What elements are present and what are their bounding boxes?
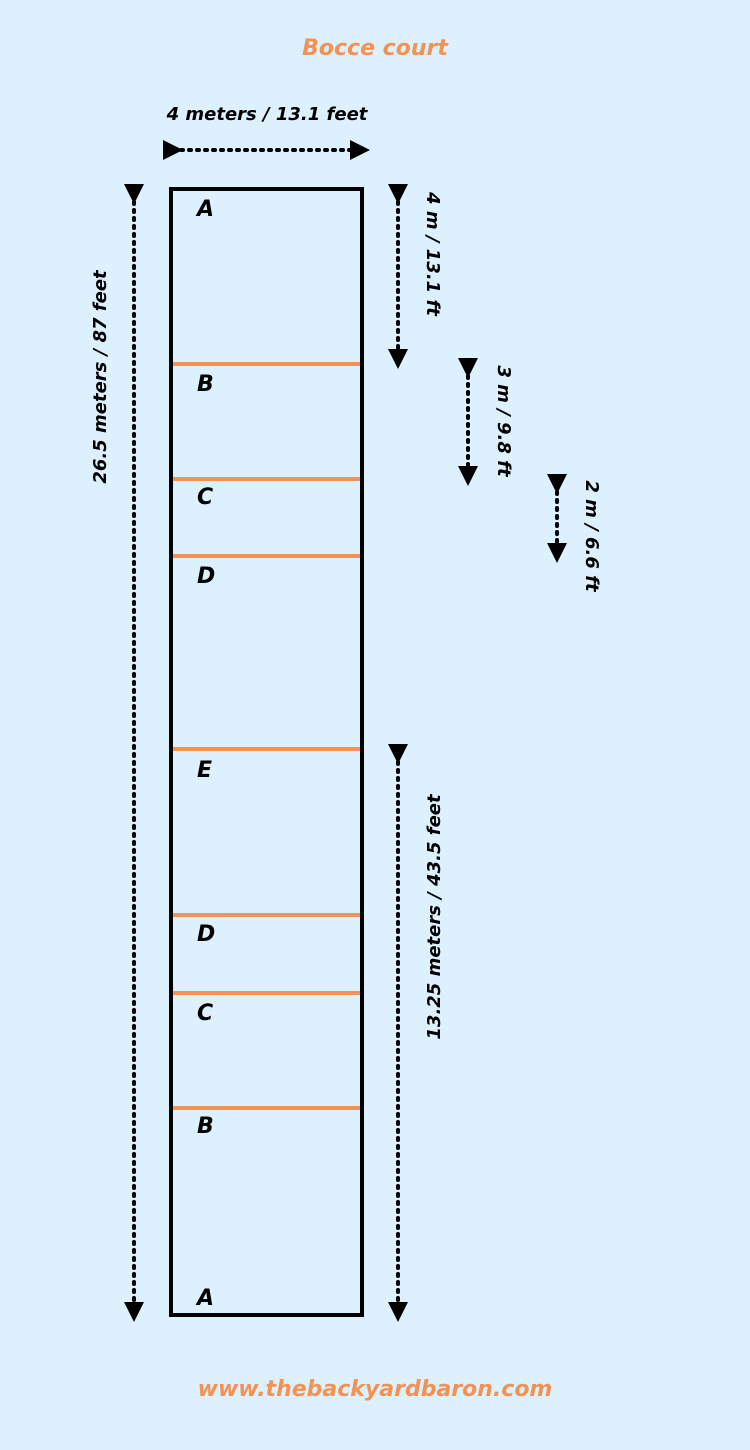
zone-label-c-bottom: C	[197, 1001, 213, 1026]
zone-label-d-top: D	[197, 564, 215, 589]
segment-a-label: 4 m / 13.1 ft	[422, 191, 443, 317]
zone-label-e: E	[197, 758, 212, 783]
diagram-title: Bocce court	[302, 36, 449, 61]
zone-label-a-top: A	[195, 197, 214, 222]
zone-label-d-bottom: D	[197, 922, 215, 947]
segment-c-label: 2 m / 6.6 ft	[581, 480, 602, 593]
zone-label-b-bottom: B	[197, 1114, 214, 1139]
width-label: 4 meters / 13.1 feet	[166, 104, 369, 125]
zone-label-a-bottom: A	[195, 1286, 214, 1311]
zone-label-b-top: B	[197, 372, 214, 397]
length-label: 26.5 meters / 87 feet	[90, 269, 111, 484]
footer-url: www.thebackyardbaron.com	[198, 1377, 553, 1402]
segment-b-label: 3 m / 9.8 ft	[493, 365, 514, 478]
zone-label-c-top: C	[197, 485, 213, 510]
half-court-label: 13.25 meters / 43.5 feet	[424, 793, 445, 1040]
court-outline	[169, 187, 364, 1317]
